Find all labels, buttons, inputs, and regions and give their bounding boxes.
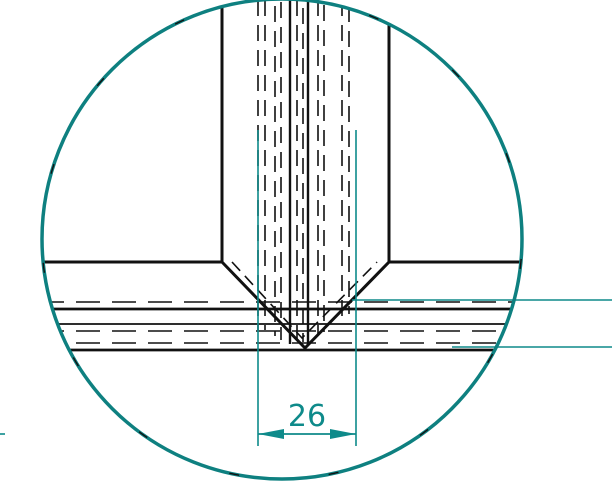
frame-outline — [42, 0, 522, 351]
detail-circle-dashes — [41, 0, 523, 480]
dimension-arrow-left — [258, 429, 284, 439]
core-strip-solid-lines — [288, 0, 310, 344]
bottom-profile-lines — [42, 301, 522, 352]
detail-circle — [40, 0, 524, 481]
dimension-arrow-right — [330, 429, 356, 439]
dimension-extension-lines — [257, 130, 357, 446]
dimension-label: 26 — [288, 399, 326, 434]
detail-content — [42, 0, 522, 446]
leader-lines — [352, 299, 612, 348]
core-strip-hidden-lines — [257, 0, 350, 342]
hidden-lines-v — [231, 261, 378, 340]
